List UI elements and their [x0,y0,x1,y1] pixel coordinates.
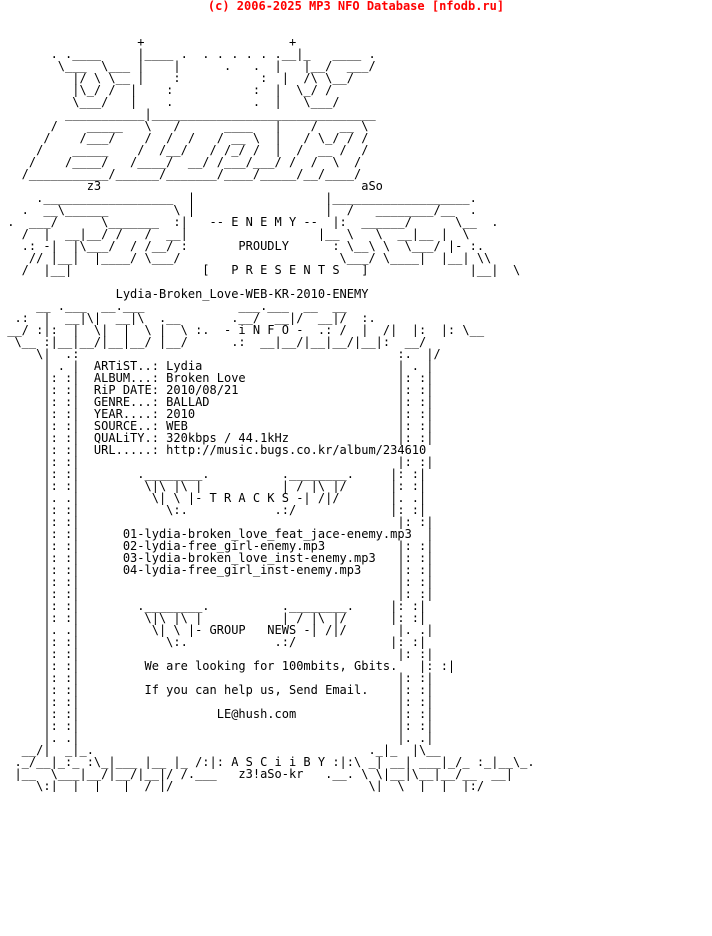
nfo-line: z3 aSo [0,179,383,193]
nfo-line: / /___/ / / / / __ \ | / \_/ / / [0,131,369,145]
nfo-line: .__________________ | |_________________… [0,191,477,205]
nfo-line: |. .| \| \ |- GROUP NEWS -| /|/ |. .| [0,623,434,637]
nfo-line: | . | ARTiST..: Lydia | . | [0,359,434,373]
nfo-line: |: :| .________. .________. |: :| [0,467,427,481]
nfo-line: |: :| |: :| [0,587,434,601]
nfo-line: |: :| 02-lydia-free_girl-enemy.mp3 |: :| [0,539,434,553]
nfo-line: |: :| .________. .________. |: :| [0,599,427,613]
nfo-line: __/ :|: | \| | \ | \ :. - i N F O - .: /… [0,323,485,337]
nfo-line: |: :| We are looking for 100mbits, Gbits… [0,659,456,673]
nfo-ascii-art: + + . .____ |____ . . . . . . .__|_ ____… [0,24,712,792]
nfo-line: |: :| |: :| [0,647,434,661]
nfo-line: |: :| |: :| [0,575,434,589]
nfo-line: .: -| |\___/ / /__/ : PROUDLY : \__\ \ \… [0,239,485,253]
nfo-line: // |__| |____/ \___/ \___/ \____| |__| \… [0,251,492,265]
nfo-line: |__ \___|__/|__/|__|/ /.___ z3!aSo-kr ._… [0,767,513,781]
nfo-line: |. .| |. .| [0,731,434,745]
nfo-line: Lydia-Broken_Love-WEB-KR-2010-ENEMY [0,287,369,301]
nfo-line: ._/__|_:_ :\_|___ |__ |_ /:|: A S C i i … [0,755,535,769]
nfo-line: |: :| |: :| [0,695,434,709]
nfo-line: |: :| \|\ |\ | | / |\ |/ |: :| [0,479,427,493]
nfo-line: |: :| \:. .:/ |: :| [0,635,427,649]
site-header: (c) 2006-2025 MP3 NFO Database [nfodb.ru… [207,0,505,13]
nfo-line: \| .: :. |/ [0,347,441,361]
nfo-line: |: :| URL.....: http://music.bugs.co.kr/… [0,443,427,457]
nfo-line: |: :| GENRE...: BALLAD |: :| [0,395,434,409]
nfo-line: /___________/______/_______/____/_____/_… [0,167,362,181]
nfo-line: |: :| 03-lydia-broken_love_inst-enemy.mp… [0,551,434,565]
nfo-line: / /____/ /____/ __/ /___/___/ / / \ / [0,155,362,169]
nfo-line: \:|__| |___|__/ |/ \| \__| |__|:/ [0,779,485,792]
nfo-line: |: :| SOURCE..: WEB |: :| [0,419,434,433]
nfo-line: / _____ \ / ____ | / __ \ [0,119,369,133]
nfo-line: |/ \ \__ | : : | /\ \__/ [0,71,355,85]
nfo-line: |: :| \|\ |\ | | / |\ |/ |: :| [0,611,427,625]
nfo-line: |: :| QUALiTY.: 320kbps / 44.1kHz |: :| [0,431,434,445]
nfo-line: |: :| \:. .:/ |: :| [0,503,427,517]
nfo-line: \___ \___ | | . . | |__/ ___/ [0,59,376,73]
nfo-line: |: :| 04-lydia-free_girl_inst-enemy.mp3 … [0,563,434,577]
nfo-line: \__ :|__|__/|__|__/ |__/ .: __|__/|__|__… [0,335,427,349]
nfo-line: ___________|____________________________… [0,107,376,121]
nfo-line: + + [0,35,297,49]
nfo-line: |: :| |: :| [0,671,434,685]
nfo-line: .: | __|\| __|\ .__ .__/ __|/ __|/ :. [0,311,376,325]
nfo-line: / _____ / /__/ / /_/ / | / __ / / [0,143,369,157]
nfo-line: __ .___ __.___ ___.___ __ __ [0,299,347,313]
nfo-line: |\_/ / | : : | \_/ / [0,83,333,97]
nfo-line: \___/ | . . | \___/ [0,95,340,109]
nfo-line: . __\______ \ | | / ________/__ . [0,203,477,217]
nfo-line: |: :| RiP DATE: 2010/08/21 |: :| [0,383,434,397]
nfo-line: |: :| |: :| [0,719,434,733]
nfo-line: / | __|__/ / / __| |__ \ \ __|__ | \ [0,227,470,241]
nfo-line: |: :| 01-lydia-broken_love_feat_jace-ene… [0,527,434,541]
nfo-line: |: :| |: :| [0,455,434,469]
nfo-line: / |__| [ P R E S E N T S ] |__| \ [0,263,521,277]
nfo-line: |: :| ALBUM...: Broken Love |: :| [0,371,434,385]
nfo-line: |: :| |: :| [0,515,434,529]
nfo-line: |: :| If you can help us, Send Email. |:… [0,683,434,697]
nfo-line: . ___/ \_______ :| -- E N E M Y -- |: __… [0,215,499,229]
nfo-line: |: :| LE@hush.com |: :| [0,707,434,721]
nfo-line: __/| _|_. ._|_ |\__ [0,743,441,757]
nfo-line: |. .| \| \ |- T R A C K S -| /|/ |. .| [0,491,427,505]
nfo-line: |: :| YEAR....: 2010 |: :| [0,407,434,421]
nfo-line: . .____ |____ . . . . . . .__|_ ____ . [0,47,376,61]
